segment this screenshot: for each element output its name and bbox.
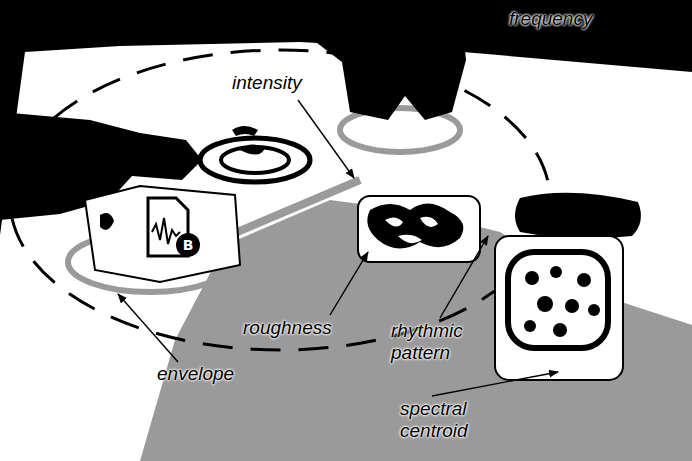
cube-small: [358, 196, 480, 262]
cube-right: [495, 236, 623, 380]
hand-top: [300, 0, 466, 120]
leader-lines: [118, 24, 558, 396]
cube-right-top: [515, 193, 641, 238]
intensity-band: [228, 180, 360, 236]
badge-circle: [176, 233, 200, 257]
annotation-label: roughness: [243, 317, 332, 339]
ring-symbol: [240, 144, 265, 154]
dashed-orbit: [10, 50, 550, 350]
pattern-holes: [385, 217, 438, 243]
annotation-label: frequency: [509, 8, 592, 30]
annotation-label: rhythmic pattern: [391, 320, 479, 364]
annotation-label: envelope: [157, 363, 234, 385]
ring-outer: [200, 138, 310, 182]
annotation-label: intensity: [232, 72, 302, 94]
pattern-blob: [367, 203, 463, 248]
badge-letter: B: [180, 236, 196, 254]
cube-left: [85, 186, 240, 282]
small-symbol: [232, 126, 258, 136]
cube-left-side-icon: [100, 213, 114, 230]
waveform-icon: [152, 218, 180, 244]
centroid-dots: [524, 266, 600, 337]
annotation-label: spectral centroid: [400, 398, 490, 442]
centroid-blob-outline: [508, 252, 608, 348]
